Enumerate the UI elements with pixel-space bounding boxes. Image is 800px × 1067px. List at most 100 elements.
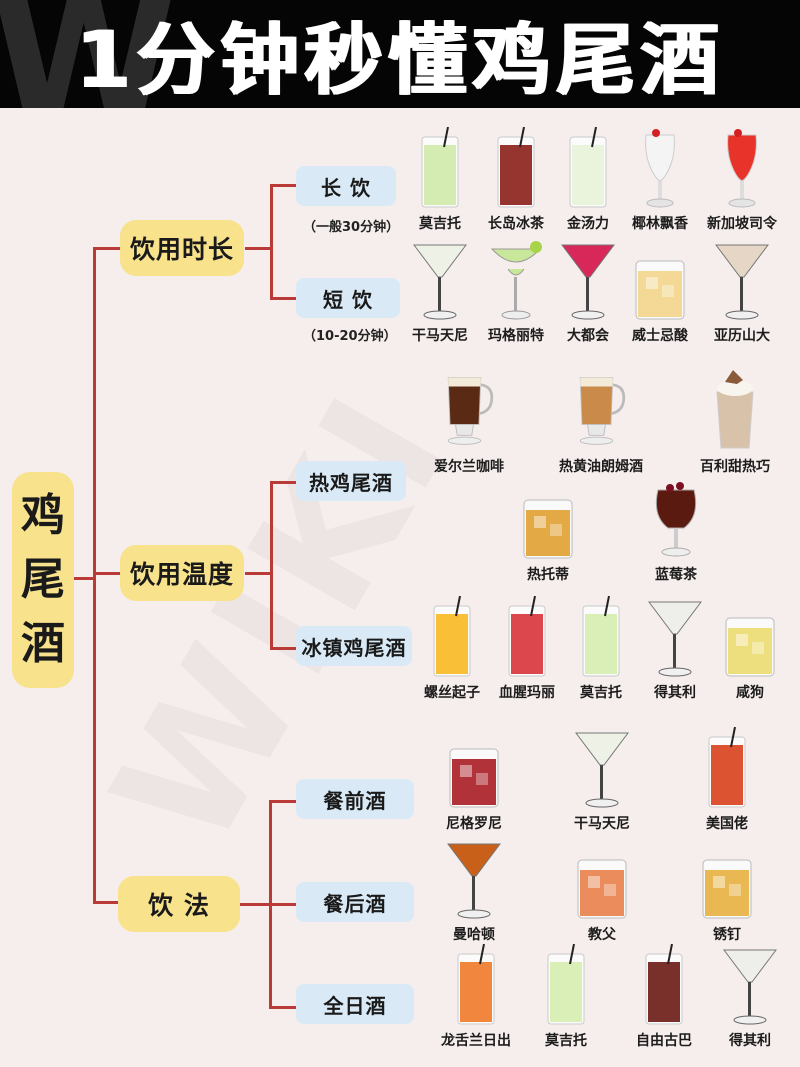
drink-item: 蓝莓茶 [631,476,721,584]
drink-item: 热托蒂 [503,476,593,584]
drink-item: 螺丝起子 [407,594,497,702]
drink-name: 血腥玛丽 [499,685,555,701]
drink-name: 百利甜热巧 [700,459,770,475]
rocks-glass-icon [699,836,755,920]
highball-glass-icon [424,594,480,678]
margarita-glass-icon [488,237,544,321]
drink-name: 椰林飘香 [632,216,688,232]
rocks-glass-icon [632,237,688,321]
category-drinking-temperature: 饮用温度 [120,545,244,601]
drink-name: 螺丝起子 [424,685,480,701]
drink-name: 得其利 [654,685,696,701]
root-char: 酒 [21,618,65,669]
drink-item: 威士忌酸 [615,237,705,345]
drink-item: 莫吉托 [395,125,485,233]
hurricane-glass-icon [632,125,688,209]
drink-item: 血腥玛丽 [482,594,572,702]
martini-glass-icon [446,836,502,920]
drink-name: 热黄油朗姆酒 [559,459,643,475]
drink-name: 新加坡司令 [707,216,777,232]
drink-item: 曼哈顿 [429,836,519,944]
drink-item: 大都会 [543,237,633,345]
drink-name: 美国佬 [706,816,748,832]
category-drinking-duration: 饮用时长 [120,220,244,276]
drink-item: 莫吉托 [521,942,611,1050]
drink-name: 爱尔兰咖啡 [434,459,504,475]
drink-item: 咸狗 [705,594,795,702]
drink-item: 美国佬 [682,725,772,833]
long-drink-note: （一般30分钟） [303,220,400,235]
drink-name: 莫吉托 [580,685,622,701]
mug-glass-icon [573,368,629,452]
subcategory-hot-cocktail: 热鸡尾酒 [296,461,406,501]
drink-name: 干马天尼 [412,328,468,344]
martini-glass-icon [412,237,468,321]
drink-item: 干马天尼 [557,725,647,833]
drink-name: 玛格丽特 [488,328,544,344]
drink-item: 金汤力 [543,125,633,233]
drink-name: 龙舌兰日出 [441,1033,511,1049]
root-char: 尾 [21,554,65,605]
subcategory-aperitif: 餐前酒 [296,779,414,819]
drink-item: 新加坡司令 [697,125,787,233]
drink-name: 长岛冰茶 [488,216,544,232]
drink-name: 热托蒂 [527,567,569,583]
short-drink-note: （10-20分钟） [303,329,397,344]
martini-glass-icon [560,237,616,321]
highball-glass-icon [699,725,755,809]
rocks-glass-icon [446,725,502,809]
martini-glass-icon [647,594,703,678]
drink-name: 莫吉托 [545,1033,587,1049]
drink-item: 得其利 [630,594,720,702]
page-title: 1分钟秒懂鸡尾酒 [75,16,725,106]
highball-glass-icon [560,125,616,209]
drink-name: 尼格罗尼 [446,816,502,832]
highball-glass-icon [488,125,544,209]
drink-item: 百利甜热巧 [690,368,780,476]
highball-glass-icon [499,594,555,678]
martini-glass-icon [722,942,778,1026]
martini-glass-icon [574,725,630,809]
subcategory-iced-cocktail: 冰镇鸡尾酒 [296,626,412,666]
drink-name: 莫吉托 [419,216,461,232]
highball-glass-icon [573,594,629,678]
cup-glass-icon [707,368,763,452]
header-watermark: W [0,0,177,108]
drink-name: 教父 [588,927,616,943]
drink-item: 自由古巴 [619,942,709,1050]
hurricane-glass-icon [714,125,770,209]
snifter-glass-icon [648,476,704,560]
drink-item: 尼格罗尼 [429,725,519,833]
category-drinking-method: 饮 法 [118,876,240,932]
drink-name: 得其利 [729,1033,771,1049]
drink-item: 长岛冰茶 [471,125,561,233]
highball-glass-icon [448,942,504,1026]
drink-name: 蓝莓茶 [655,567,697,583]
drink-name: 自由古巴 [636,1033,692,1049]
drink-name: 金汤力 [567,216,609,232]
rocks-glass-icon [722,594,778,678]
highball-glass-icon [412,125,468,209]
drink-item: 龙舌兰日出 [431,942,521,1050]
root-char: 鸡 [21,490,65,541]
drink-item: 莫吉托 [556,594,646,702]
drink-name: 咸狗 [736,685,764,701]
rocks-glass-icon [574,836,630,920]
highball-glass-icon [636,942,692,1026]
highball-glass-icon [538,942,594,1026]
header-banner: W 1分钟秒懂鸡尾酒 [0,0,800,108]
drink-name: 威士忌酸 [632,328,688,344]
drink-item: 锈钉 [682,836,772,944]
drink-item: 玛格丽特 [471,237,561,345]
drink-item: 干马天尼 [395,237,485,345]
subcategory-short-drink: 短 饮 [296,278,400,318]
subcategory-digestif: 餐后酒 [296,882,414,922]
rocks-glass-icon [520,476,576,560]
subcategory-all-day: 全日酒 [296,984,414,1024]
subcategory-long-drink: 长 饮 [296,166,396,206]
drink-item: 教父 [557,836,647,944]
drink-item: 爱尔兰咖啡 [424,368,514,476]
martini-glass-icon [714,237,770,321]
drink-name: 曼哈顿 [453,927,495,943]
drink-name: 锈钉 [713,927,741,943]
